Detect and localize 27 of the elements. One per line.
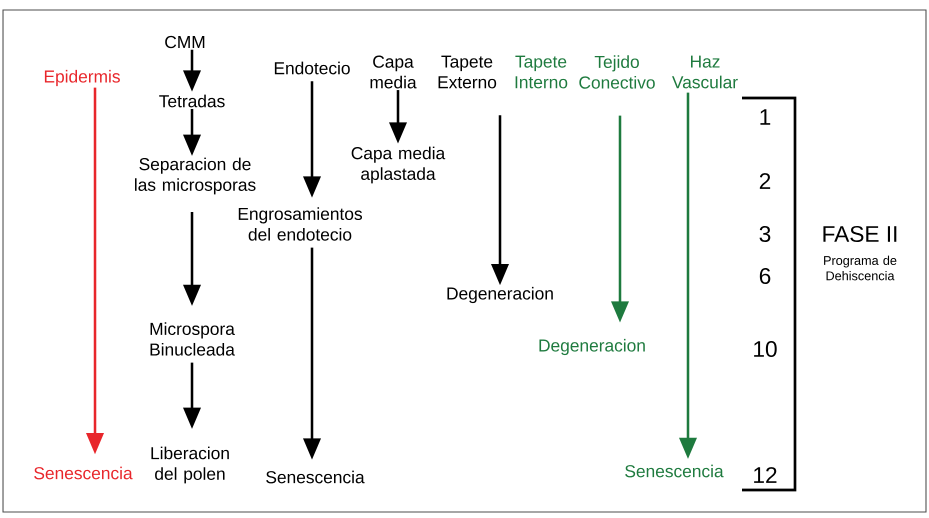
node-label: Engrosamientos del endotecio [238,207,362,241]
node-label: Senescencia [34,466,133,480]
phase-title: FASE II [823,226,896,242]
phase-subtitle: Programa de Dehiscencia [824,256,896,280]
node-label: Degeneracion [447,286,553,304]
node-label: Microspora Binucleada [150,322,235,356]
node-label: Tapete Interno [515,56,568,88]
node-label: Haz Vascular [672,56,738,88]
stage-number: 1 [760,109,770,125]
node-label: Tejido Conectivo [579,55,655,89]
node-label: CMM [165,36,204,48]
node-label: Tetradas [159,94,225,108]
node-label: Capa media [370,56,417,88]
node-label: Endotecio [274,62,350,74]
stage-number: 10 [754,340,777,358]
stage-number: 3 [760,226,770,242]
node-label: Liberacion del polen [151,446,229,484]
node-label: Tapete Externo [438,56,496,88]
node-label: Epidermis [44,70,120,86]
node-label: Degeneracion [539,338,645,356]
node-label: Senescencia [625,464,724,478]
node-label: Senescencia [266,470,365,484]
stage-number: 12 [754,467,776,483]
node-label: Separacion de las microsporas [135,158,256,194]
stage-number: 6 [760,268,770,284]
node-label: Capa media aplastada [352,146,446,184]
stage-number: 2 [760,173,770,189]
